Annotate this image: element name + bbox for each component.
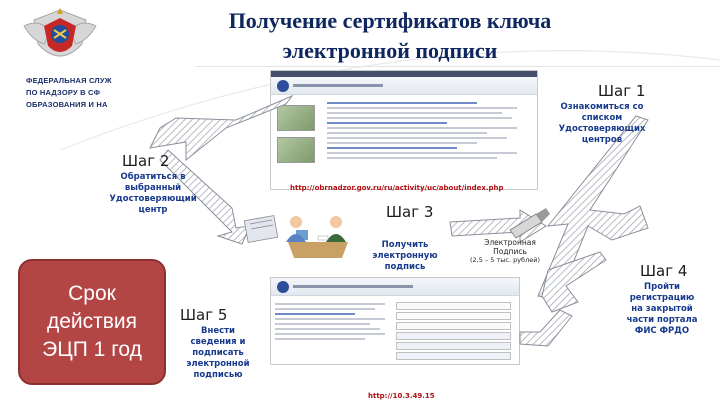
- signature-price: (2,5 – 5 тыс. рублей): [470, 256, 540, 264]
- step1-description: Ознакомиться со списком Удостоверяющих ц…: [558, 102, 646, 145]
- uc-list-url-link[interactable]: http://obrnadzor.gov.ru/ru/activity/uc/a…: [290, 184, 504, 192]
- header-divider: [195, 66, 720, 67]
- signature-validity-text: Срок действия ЭЦП 1 год: [42, 282, 142, 361]
- step2-description: Обратиться в выбранный Удостоверяющий це…: [109, 172, 197, 215]
- page-title-line-2: электронной подписи: [282, 38, 498, 63]
- step2-title: Шаг 2: [122, 152, 170, 170]
- step5-title: Шаг 5: [180, 306, 228, 324]
- uc-list-page-screenshot: [270, 70, 538, 190]
- step5-description: Внести сведения и подписать электронной …: [186, 326, 250, 380]
- page-title-line-1: Получение сертификатов ключа: [228, 8, 552, 33]
- rosobrnadzor-logo-icon: [23, 8, 97, 57]
- usb-token-icon: [509, 208, 550, 239]
- electronic-signature-label: Электронная Подпись: [484, 238, 536, 256]
- step1-title: Шаг 1: [598, 82, 646, 100]
- arrow-step4-to-step5: [541, 251, 607, 313]
- step3-title: Шаг 3: [386, 203, 434, 221]
- office-meeting-illustration: [243, 215, 348, 258]
- fis-frdo-url-link[interactable]: http://10.3.49.15: [368, 392, 435, 400]
- org-name-line-1: ФЕДЕРАЛЬНАЯ СЛУЖ: [26, 76, 112, 85]
- signature-validity-box: Срок действия ЭЦП 1 год: [18, 259, 166, 385]
- step3-description: Получить электронную подпись: [372, 240, 438, 272]
- step4-description: Пройти регистрацию на закрытой части пор…: [626, 282, 698, 336]
- org-name-line-2: ПО НАДЗОРУ В СФ: [26, 88, 101, 97]
- step4-title: Шаг 4: [640, 262, 688, 280]
- fis-frdo-portal-screenshot: [270, 277, 520, 365]
- arrow-step5-back: [519, 309, 573, 347]
- org-name-line-3: ОБРАЗОВАНИЯ И НА: [26, 100, 108, 109]
